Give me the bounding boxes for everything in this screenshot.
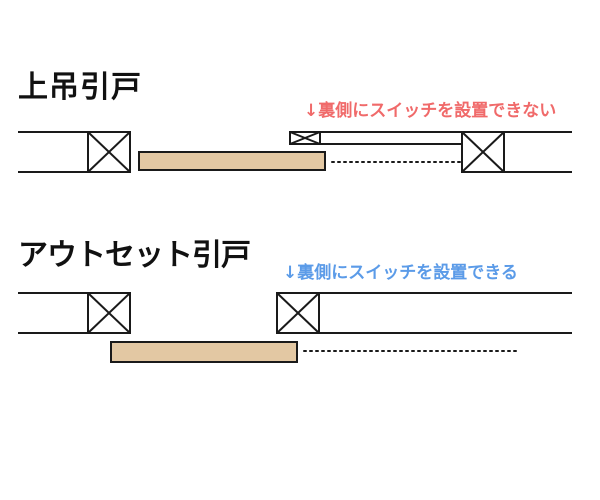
diagram-title-top-hung-sliding-door: 上吊引戸 xyxy=(18,70,142,105)
diagram2-right-post xyxy=(276,292,320,334)
diagram-title-outset-sliding-door: アウトセット引戸 xyxy=(18,238,251,273)
diagram1-lintel-small-post xyxy=(289,131,321,145)
diagram1-door-panel xyxy=(138,151,326,171)
diagram2-plan xyxy=(18,292,572,363)
diagram1-right-post xyxy=(461,131,505,173)
diagram1-left-post xyxy=(87,131,131,173)
note-switch-not-installable: ↓裏側にスイッチを設置できない xyxy=(304,101,557,121)
diagram2-left-post xyxy=(87,292,131,334)
diagram2-door-panel xyxy=(110,341,298,363)
diagram1-plan xyxy=(18,131,572,173)
note-switch-installable: ↓裏側にスイッチを設置できる xyxy=(283,263,518,283)
